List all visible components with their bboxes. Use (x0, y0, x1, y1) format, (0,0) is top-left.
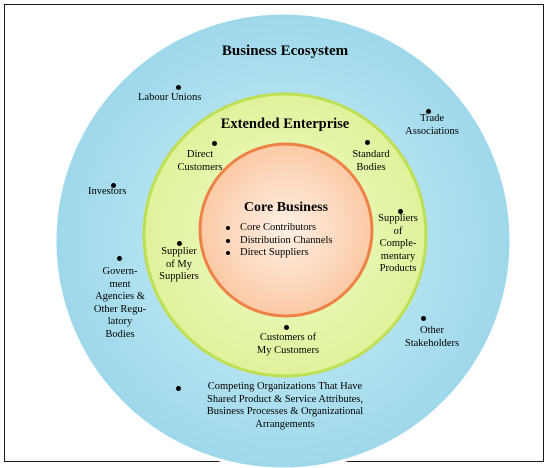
labour-unions-label: Labour Unions (138, 92, 202, 103)
core-business-list: Core Contributors Distribution Channels … (224, 222, 332, 260)
competing-organizations-label: Competing Organizations That Have Shared… (206, 381, 364, 430)
investors-bullet (111, 183, 116, 188)
trade-associations-label: Trade Associations (405, 113, 459, 137)
investors-label: Investors (88, 186, 127, 197)
suppliers-complementary-label: Suppliers of Comple- mentary Products (378, 213, 418, 274)
supplier-of-my-suppliers-bullet (177, 241, 182, 246)
standard-bodies-label: Standard Bodies (352, 149, 390, 173)
core-business-title: Core Business (243, 200, 329, 215)
direct-customers-bullet (212, 141, 217, 146)
competing-organizations-bullet (176, 386, 181, 391)
core-business-item: Core Contributors (224, 222, 332, 235)
other-stakeholders-bullet (421, 316, 426, 321)
customers-of-my-customers-bullet (284, 325, 289, 330)
labour-unions-bullet (176, 85, 181, 90)
other-stakeholders-label: Other Stakeholders (404, 325, 460, 349)
direct-customers-label: Direct Customers (177, 149, 223, 173)
core-business-ring (198, 142, 374, 318)
government-bullet (117, 256, 122, 261)
ecosystem-title: Business Ecosystem (221, 43, 349, 59)
government-label: Govern- ment Agencies & Other Regu- lato… (93, 266, 147, 340)
supplier-of-my-suppliers-label: Supplier of My Suppliers (159, 246, 199, 282)
core-business-item: Direct Suppliers (224, 247, 332, 260)
core-business-item: Distribution Channels (224, 235, 332, 248)
customers-of-my-customers-label: Customers of My Customers (256, 332, 320, 356)
suppliers-complementary-bullet (398, 209, 403, 214)
standard-bodies-bullet (365, 140, 370, 145)
extended-enterprise-title: Extended Enterprise (220, 116, 350, 132)
trade-associations-bullet (426, 109, 431, 114)
